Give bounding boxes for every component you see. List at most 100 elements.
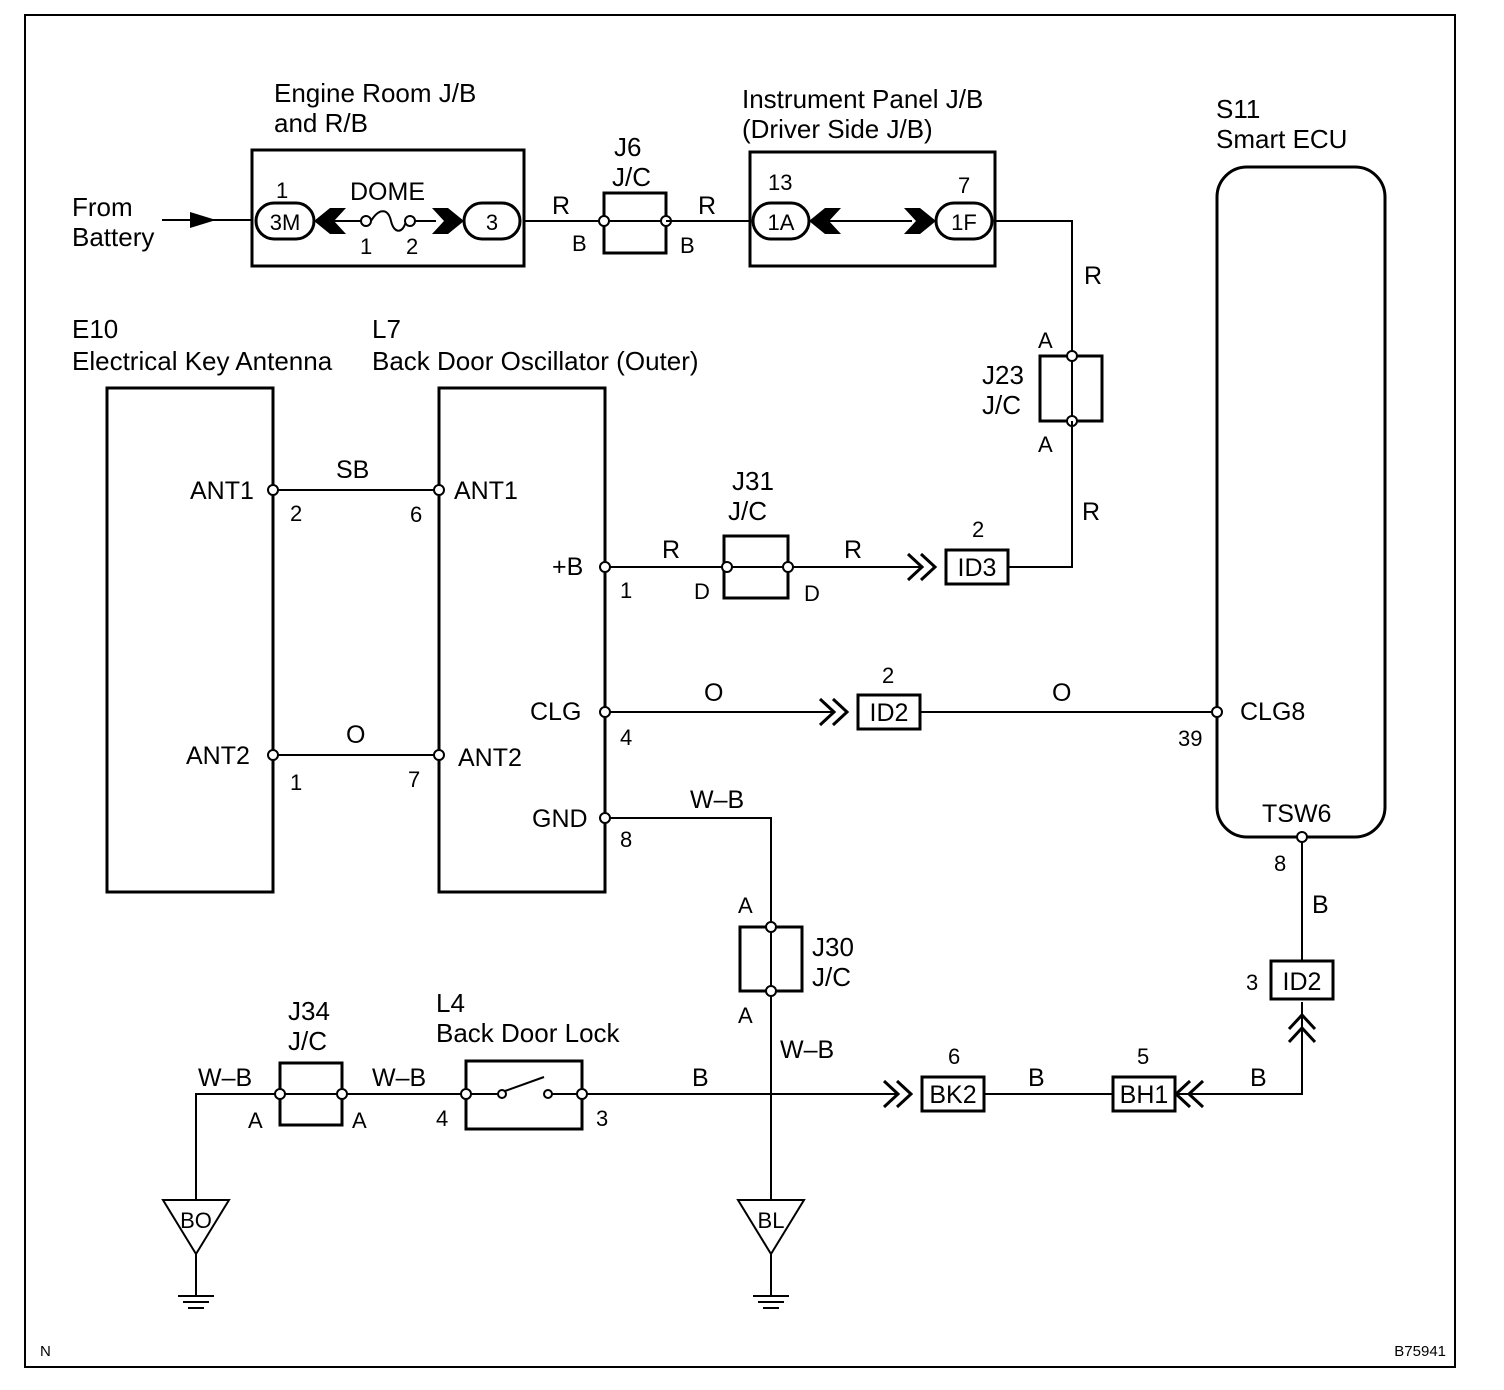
wire-r-4: R (1082, 498, 1100, 526)
j23-title-2: J/C (982, 390, 1021, 420)
l7-plusb-label: +B (552, 553, 583, 581)
connector-id2-mid: ID2 2 (856, 663, 922, 731)
l7-gnd-label: GND (532, 805, 588, 833)
connector-1f (934, 201, 994, 241)
connector-1a-arrow-icon (809, 208, 841, 234)
j34-title-2: J/C (288, 1026, 327, 1056)
l4-title-2: Back Door Lock (436, 1018, 621, 1048)
from-battery: From Battery (72, 192, 252, 252)
l4-pin-right: 3 (596, 1106, 608, 1131)
ecu-tsw6-pin: 8 (1274, 851, 1286, 876)
switch-icon (504, 1076, 545, 1092)
bk2-chevron-icon (882, 1079, 914, 1109)
j34-junction: J34 J/C A A (248, 996, 367, 1133)
e10-ant1-label: ANT1 (190, 477, 254, 505)
ground-bo: BO (161, 1093, 280, 1309)
j6-junction: J6 J/C B B (572, 132, 695, 258)
j6-title-2: J/C (612, 162, 651, 192)
l4-pin-left: 4 (436, 1106, 448, 1131)
wire-r-6: R (844, 536, 862, 564)
ground-bl-icon (753, 1295, 789, 1309)
connector-3m-label: 3M (270, 210, 301, 235)
l7-back-door-oscillator: L7 Back Door Oscillator (Outer) ANT1 6 A… (372, 314, 699, 894)
l7-gnd-pin: 8 (620, 827, 632, 852)
j6-title-1: J6 (614, 132, 641, 162)
fuse-pin-2: 2 (406, 234, 418, 259)
j31-title-2: J/C (728, 496, 767, 526)
l7-ant1-label: ANT1 (454, 477, 518, 505)
l7-ant1-pin: 6 (410, 502, 422, 527)
l7-ant2-label: ANT2 (458, 744, 522, 772)
ecu-clg8-label: CLG8 (1240, 698, 1305, 726)
wire-b-bk2: B (1028, 1064, 1045, 1092)
wire-r-2: R (698, 192, 716, 220)
id2-right-chevron-icon (1287, 1012, 1317, 1044)
j34-pin-left: A (248, 1108, 263, 1133)
corner-label-right: B75941 (1394, 1343, 1446, 1360)
ground-bl: BL (736, 1199, 806, 1309)
j6-pin-right: B (680, 233, 695, 258)
e10-ant2-label: ANT2 (186, 742, 250, 770)
connector-3 (462, 201, 522, 241)
smart-ecu: S11 Smart ECU CLG8 39 TSW6 8 (1178, 94, 1387, 876)
l4-back-door-lock: L4 Back Door Lock 4 3 (436, 988, 621, 1131)
e10-title-2: Electrical Key Antenna (72, 346, 333, 376)
dome-fuse-icon (370, 210, 407, 232)
wire-r-1: R (552, 192, 570, 220)
j30-title-1: J30 (812, 932, 854, 962)
engine-room-jb-title-1: Engine Room J/B (274, 78, 476, 108)
j34-pin-right: A (352, 1108, 367, 1133)
connector-1f-arrow-icon (904, 208, 936, 234)
l7-clg-label: CLG (530, 698, 581, 726)
e10-ant1-pin: 2 (290, 501, 302, 526)
connector-3-arrow-icon (432, 208, 464, 234)
connector-id3: ID3 2 (944, 517, 1010, 586)
j23-pin-top: A (1038, 328, 1053, 353)
instrument-panel-jb: Instrument Panel J/B (Driver Side J/B) 1… (742, 84, 997, 268)
connector-id3-pin: 2 (972, 517, 984, 542)
connector-3-label: 3 (486, 210, 498, 235)
connector-id2-right: ID2 3 (1246, 959, 1335, 1001)
connector-bk2-label: BK2 (929, 1081, 976, 1109)
l7-title-2: Back Door Oscillator (Outer) (372, 346, 699, 376)
l7-title-1: L7 (372, 314, 401, 344)
j23-junction: A A J23 J/C (982, 328, 1104, 457)
j31-pin-right: D (804, 581, 820, 606)
j30-junction: A A J30 J/C (738, 893, 854, 1028)
connector-bh1: BH1 5 (1111, 1044, 1177, 1113)
diagram-border (24, 14, 1456, 1368)
ground-bo-icon (178, 1295, 214, 1309)
ip-jb-title-1: Instrument Panel J/B (742, 84, 983, 114)
j31-pin-left: D (694, 579, 710, 604)
id3-chevron-icon (906, 552, 938, 582)
from-battery-label-1: From (72, 192, 133, 222)
e10-key-antenna: E10 Electrical Key Antenna ANT1 2 ANT2 1 (72, 314, 333, 894)
wire-r-3: R (1084, 262, 1102, 290)
engine-room-jb-title-2: and R/B (274, 108, 368, 138)
engine-room-jb: Engine Room J/B and R/B 1 3M 3 DOME 1 2 (250, 78, 526, 268)
from-battery-label-2: Battery (72, 222, 154, 252)
id2-mid-chevron-icon (818, 697, 850, 727)
connector-bk2: BK2 6 (920, 1044, 986, 1113)
wire-b-tsw: B (1312, 891, 1329, 919)
j30-pin-top: A (738, 893, 753, 918)
wire-sb: SB (336, 456, 369, 484)
j30-pin-bottom: A (738, 1003, 753, 1028)
connector-id2-mid-label: ID2 (870, 699, 909, 727)
wire-wb-j34-right: W–B (372, 1064, 426, 1092)
connector-id2-right-label: ID2 (1283, 968, 1322, 996)
j23-pin-bottom: A (1038, 432, 1053, 457)
ecu-tsw6-label: TSW6 (1262, 800, 1331, 828)
wire-wb-j30: W–B (780, 1036, 834, 1064)
wire-o-ecu: O (1052, 679, 1071, 707)
connector-id3-label: ID3 (958, 554, 997, 582)
connector-id2-mid-pin: 2 (882, 663, 894, 688)
wire-wb-j34-left: W–B (198, 1064, 252, 1092)
l7-clg-pin: 4 (620, 725, 632, 750)
wire-o-clg: O (704, 679, 723, 707)
engine-room-pin-left: 1 (276, 178, 288, 203)
connector-id2-right-pin: 3 (1246, 970, 1258, 995)
wire-wb-gnd: W–B (690, 786, 744, 814)
connector-bh1-label: BH1 (1120, 1081, 1169, 1109)
